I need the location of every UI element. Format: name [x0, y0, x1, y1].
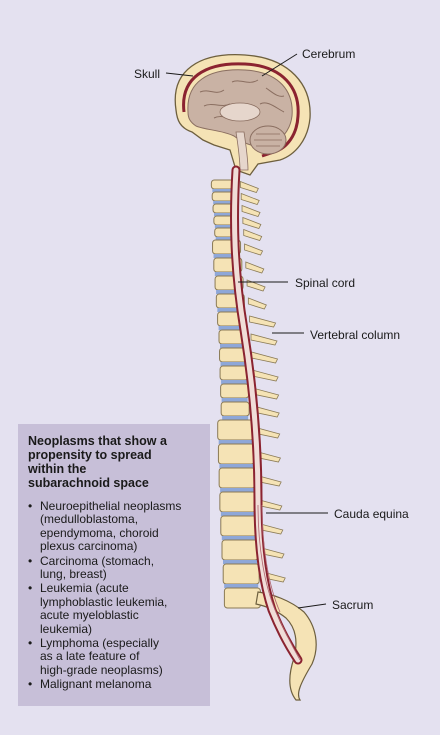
brain — [187, 69, 293, 171]
panel-title: Neoplasms that show a propensity to spre… — [28, 434, 167, 490]
intervertebral-disc — [220, 488, 255, 492]
cauda-equina-strands — [257, 504, 301, 661]
intervertebral-disc — [214, 225, 235, 228]
vertebral-body — [219, 491, 257, 513]
vertebral-body — [223, 587, 261, 609]
cerebrum-label: Cerebrum — [302, 47, 356, 61]
spinous-process — [251, 369, 279, 382]
vertebral-body — [219, 365, 249, 381]
intervertebral-disc — [221, 380, 248, 384]
spinous-process — [243, 228, 263, 241]
spinous-process — [240, 192, 260, 205]
intervertebral-disc — [220, 362, 247, 366]
vertebral-column-label: Vertebral column — [310, 328, 401, 342]
vertebral-body — [220, 401, 250, 417]
neoplasm-list: Neuroepithelial neoplasms (medulloblasto… — [28, 499, 202, 692]
vertebral-column — [210, 179, 287, 609]
spinous-process — [250, 333, 278, 346]
intervertebral-disc — [213, 254, 240, 258]
spinal-cord-label: Spinal cord — [295, 276, 356, 290]
vertebral-body — [220, 515, 258, 537]
intervertebral-disc — [212, 189, 233, 192]
vertebral-body — [217, 443, 255, 465]
spinous-process — [242, 216, 262, 229]
spinous-process — [241, 204, 261, 217]
intervertebral-disc — [223, 560, 257, 564]
vertebral-body — [221, 539, 259, 561]
vertebral-body — [220, 383, 250, 399]
intervertebral-disc — [221, 536, 256, 540]
intervertebral-disc — [214, 213, 235, 216]
sacrum — [255, 591, 317, 701]
intervertebral-disc — [220, 344, 246, 348]
intervertebral-disc — [218, 440, 253, 444]
spinous-process — [249, 315, 277, 328]
spinous-process — [244, 243, 264, 256]
skull-label: Skull — [134, 67, 161, 81]
list-item: Lymphoma (especially as a late feature o… — [28, 636, 202, 677]
list-item: Neuroepithelial neoplasms (medulloblasto… — [28, 499, 202, 554]
vertebral-body — [218, 467, 256, 489]
list-item: Malignant melanoma — [28, 677, 202, 692]
spinous-process — [251, 351, 279, 364]
intervertebral-disc — [219, 464, 254, 468]
spinous-process — [245, 261, 265, 274]
intervertebral-disc — [217, 308, 244, 312]
spinous-process — [247, 297, 267, 310]
cauda-equina-label: Cauda equina — [334, 507, 409, 521]
intervertebral-disc — [216, 290, 243, 294]
list-item: Carcinoma (stomach, lung, breast) — [28, 554, 202, 582]
dura-mater — [182, 62, 300, 158]
list-item: Leukemia (acute lymphoblastic leukemia, … — [28, 582, 202, 636]
leader-lines — [165, 53, 328, 609]
intervertebral-disc — [224, 584, 259, 588]
vertebral-body — [222, 563, 260, 585]
neoplasm-panel: Neoplasms that show a propensity to spre… — [18, 424, 210, 706]
intervertebral-disc — [218, 326, 245, 330]
intervertebral-disc — [222, 416, 249, 420]
sacrum-label: Sacrum — [332, 598, 374, 612]
intervertebral-disc — [213, 201, 234, 204]
spinous-process — [246, 279, 266, 292]
intervertebral-disc — [220, 512, 255, 516]
vertebral-body — [217, 419, 255, 441]
vertebral-body — [210, 179, 234, 190]
spinous-process — [239, 180, 259, 193]
spinal-cord — [232, 167, 301, 663]
intervertebral-disc — [214, 272, 241, 276]
intervertebral-disc — [221, 398, 248, 402]
intervertebral-disc — [215, 237, 236, 240]
